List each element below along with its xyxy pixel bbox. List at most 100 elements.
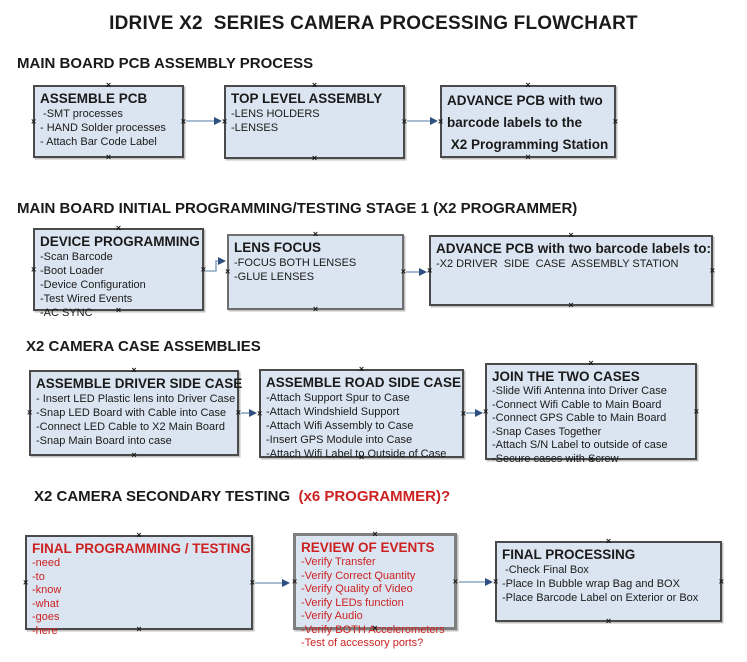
connection-point-icon bbox=[359, 453, 364, 462]
box-final-programming-testing[interactable]: FINAL PROGRAMMING / TESTING -need -to -k… bbox=[23, 535, 255, 637]
connection-point-icon bbox=[401, 268, 406, 277]
box-item: -SMT processes bbox=[40, 108, 123, 120]
connection-point-icon bbox=[313, 305, 318, 314]
box-advance-pcb-case-assembly-station[interactable]: ADVANCE PCB with two barcode labels to: … bbox=[429, 235, 713, 306]
box-title: FINAL PROGRAMMING / TESTING bbox=[32, 541, 251, 556]
connection-point-icon bbox=[131, 366, 136, 375]
connection-point-icon bbox=[588, 455, 593, 464]
box-item: -Verify Quality of Video bbox=[301, 583, 413, 595]
connection-point-icon bbox=[313, 230, 318, 239]
box-title: FINAL PROCESSING bbox=[502, 547, 636, 562]
box-item: -Snap Main Board into case bbox=[36, 435, 172, 447]
connection-point-icon bbox=[225, 268, 230, 277]
section-heading-red-part: (x6 PROGRAMMER)? bbox=[294, 488, 451, 505]
connection-point-icon bbox=[106, 81, 111, 90]
section-heading-initial-programming: MAIN BOARD INITIAL PROGRAMMING/TESTING S… bbox=[17, 200, 578, 217]
connection-point-icon bbox=[461, 409, 466, 418]
connection-point-icon bbox=[236, 409, 241, 418]
box-item: -Connect Wifi Cable to Main Board bbox=[492, 398, 662, 411]
connection-point-icon bbox=[525, 153, 530, 162]
box-item: -to bbox=[32, 570, 45, 583]
box-title: TOP LEVEL ASSEMBLY bbox=[231, 91, 383, 106]
section-heading-black-part: X2 CAMERA SECONDARY TESTING bbox=[34, 488, 295, 505]
page-title: IDRIVE X2 SERIES CAMERA PROCESSING FLOWC… bbox=[109, 13, 638, 34]
connection-point-icon bbox=[27, 409, 32, 418]
connection-point-icon bbox=[201, 265, 206, 274]
box-item: -Verify BOTH Accelerometers bbox=[301, 623, 445, 636]
connection-point-icon bbox=[568, 301, 573, 310]
box-item: -Verify Correct Quantity bbox=[301, 569, 416, 582]
box-assemble-road-side-case[interactable]: ASSEMBLE ROAD SIDE CASE -Attach Support … bbox=[257, 369, 466, 460]
connection-point-icon bbox=[31, 117, 36, 126]
box-item: -Attach S/N Label to outside of case bbox=[492, 439, 668, 451]
box-item: -what bbox=[32, 597, 59, 610]
box-item: -FOCUS BOTH LENSES bbox=[234, 257, 357, 269]
connector-device-to-lensfocus bbox=[206, 257, 226, 272]
connection-point-icon bbox=[493, 577, 498, 586]
box-item: -GLUE LENSES bbox=[234, 271, 315, 283]
box-item: - Attach Bar Code Label bbox=[40, 136, 157, 148]
connection-point-icon bbox=[710, 266, 715, 275]
box-review-of-events[interactable]: REVIEW OF EVENTS -Verify Transfer -Verif… bbox=[293, 530, 458, 649]
box-item: -Test Wired Events bbox=[40, 293, 133, 305]
box-item: -Verify LEDs function bbox=[301, 596, 404, 609]
connection-point-icon bbox=[312, 154, 317, 163]
box-join-the-two-cases[interactable]: JOIN THE TWO CASES -Slide Wifi Antenna i… bbox=[485, 363, 699, 465]
box-item: X2 Programming Station bbox=[447, 137, 609, 152]
box-device-programming[interactable]: DEVICE PROGRAMMING -Scan Barcode -Boot L… bbox=[33, 228, 206, 319]
box-title: ASSEMBLE PCB bbox=[40, 91, 148, 106]
connection-point-icon bbox=[106, 153, 111, 162]
connection-point-icon bbox=[23, 578, 28, 587]
connection-point-icon bbox=[372, 530, 377, 539]
box-item: - HAND Solder processes bbox=[40, 122, 166, 134]
connection-point-icon bbox=[606, 617, 611, 626]
box-title: JOIN THE TWO CASES bbox=[492, 369, 640, 384]
connection-point-icon bbox=[131, 451, 136, 460]
box-item: -Connect GPS Cable to Main Board bbox=[492, 412, 667, 424]
connection-point-icon bbox=[453, 577, 458, 586]
connection-point-icon bbox=[222, 118, 227, 127]
box-item: -Insert GPS Module into Case bbox=[266, 434, 413, 446]
box-item: -need bbox=[32, 557, 61, 569]
box-title: LENS FOCUS bbox=[234, 240, 322, 255]
connection-point-icon bbox=[136, 625, 141, 634]
box-item: -Snap LED Board with Cable into Case bbox=[36, 407, 227, 419]
box-item: -Attach Windshield Support bbox=[266, 406, 400, 418]
box-title: ASSEMBLE DRIVER SIDE CASE bbox=[36, 376, 243, 391]
connection-point-icon bbox=[427, 266, 432, 275]
connection-point-icon bbox=[402, 118, 407, 127]
connection-point-icon bbox=[250, 578, 255, 587]
connection-point-icon bbox=[181, 117, 186, 126]
box-item: -Attach Support Spur to Case bbox=[266, 392, 410, 404]
box-advance-pcb-programming-station[interactable]: ADVANCE PCB with two barcode labels to t… bbox=[440, 85, 616, 158]
box-assemble-pcb[interactable]: ASSEMBLE PCB -SMT processes - HAND Solde… bbox=[33, 85, 184, 158]
box-item: -Scan Barcode bbox=[40, 251, 113, 263]
box-title: ASSEMBLE ROAD SIDE CASE bbox=[266, 375, 462, 390]
connection-point-icon bbox=[116, 224, 121, 233]
box-item: -Place Barcode Label on Exterior or Box bbox=[502, 592, 699, 604]
box-title: ADVANCE PCB with two barcode labels to: bbox=[436, 241, 712, 256]
box-item: - Insert LED Plastic lens into Driver Ca… bbox=[36, 393, 236, 405]
connection-point-icon bbox=[568, 231, 573, 240]
connection-point-icon bbox=[312, 81, 317, 90]
connection-point-icon bbox=[116, 306, 121, 315]
box-item: -AC SYNC bbox=[40, 307, 93, 319]
box-item: -Test of accessory ports? bbox=[301, 637, 424, 649]
connection-point-icon bbox=[372, 624, 377, 633]
box-item: -Device Configuration bbox=[40, 279, 146, 291]
box-top-level-assembly[interactable]: TOP LEVEL ASSEMBLY -LENS HOLDERS -LENSES bbox=[224, 85, 405, 159]
connection-point-icon bbox=[613, 117, 618, 126]
box-title: REVIEW OF EVENTS bbox=[301, 540, 435, 555]
box-item: -Check Final Box bbox=[502, 564, 589, 576]
box-item: -LENS HOLDERS bbox=[231, 108, 320, 120]
section-heading-case-assemblies: X2 CAMERA CASE ASSEMBLIES bbox=[26, 338, 261, 355]
box-assemble-driver-side-case[interactable]: ASSEMBLE DRIVER SIDE CASE - Insert LED P… bbox=[27, 370, 243, 456]
box-lens-focus[interactable]: LENS FOCUS -FOCUS BOTH LENSES -GLUE LENS… bbox=[227, 234, 404, 310]
connection-point-icon bbox=[719, 577, 724, 586]
connection-point-icon bbox=[694, 407, 699, 416]
box-item: -goes bbox=[32, 611, 60, 623]
box-final-processing[interactable]: FINAL PROCESSING -Check Final Box -Place… bbox=[495, 541, 722, 622]
connection-point-icon bbox=[257, 409, 262, 418]
box-item: -Boot Loader bbox=[40, 265, 104, 277]
